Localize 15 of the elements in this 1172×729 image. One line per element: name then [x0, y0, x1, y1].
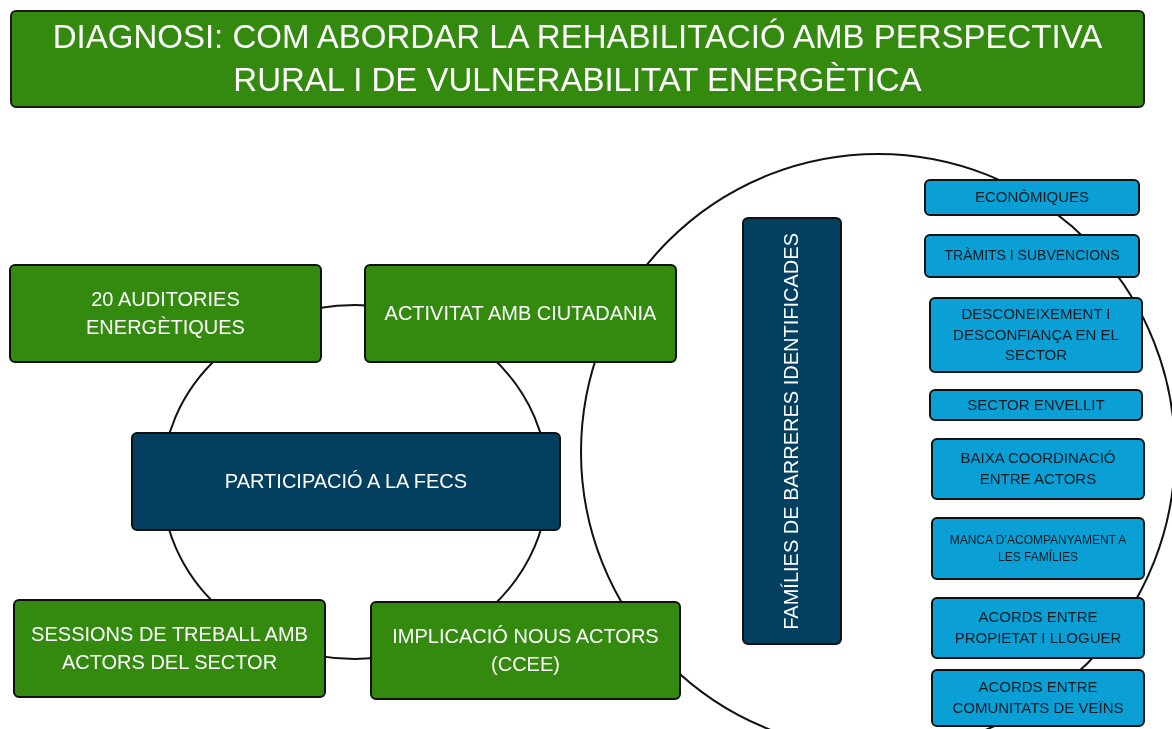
process-box: ACTIVITAT AMB CIUTADANIA — [364, 264, 677, 363]
process-box: 20 AUDITORIES ENERGÈTIQUES — [9, 264, 322, 363]
process-box: ACORDS ENTRE PROPIETAT I LLOGUER — [931, 597, 1145, 659]
process-box: TRÀMITS I SUBVENCIONS — [924, 234, 1140, 278]
vertical-heading-box: FAMÍLIES DE BARRERES IDENTIFICADES — [742, 217, 842, 645]
process-box: MANCA D’ACOMPANYAMENT A LES FAMÍLIES — [931, 517, 1145, 580]
process-box: ACORDS ENTRE COMUNITATS DE VEÏNS — [931, 669, 1145, 727]
process-box: PARTICIPACIÓ A LA FECS — [131, 432, 561, 531]
title-banner: DIAGNOSI: COM ABORDAR LA REHABILITACIÓ AMB PERSPECTIVA RURAL I DE VULNERABILITAT ENERGÈTICA — [10, 10, 1145, 108]
process-box: SESSIONS DE TREBALL AMB ACTORS DEL SECTOR — [13, 599, 326, 698]
process-box: BAIXA COORDINACIÓ ENTRE ACTORS — [931, 438, 1145, 500]
process-box: ECONÒMIQUES — [924, 179, 1140, 216]
process-box: SECTOR ENVELLIT — [929, 389, 1143, 421]
process-box: IMPLICACIÓ NOUS ACTORS (CCEE) — [370, 601, 681, 700]
process-box: DESCONEIXEMENT I DESCONFIANÇA EN EL SECTOR — [929, 297, 1143, 373]
